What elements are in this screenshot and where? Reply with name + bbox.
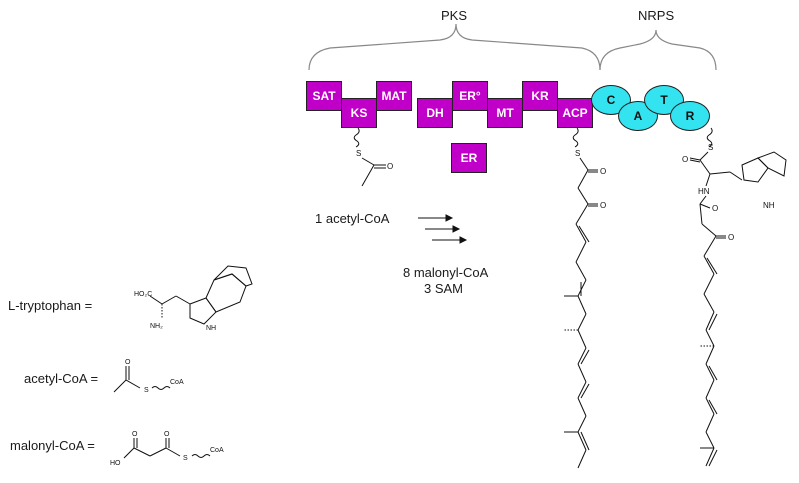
atom-o-chain-2: O: [600, 201, 606, 210]
acetyl-coa-structure: [113, 366, 171, 393]
atom-s-nrps: S: [708, 143, 713, 152]
legend-acetyl-coa: acetyl-CoA =: [24, 371, 99, 386]
pks-domain-sat: SAT: [306, 81, 342, 111]
pks-domain-mt: MT: [487, 98, 523, 128]
malonyl-coa-structure: [123, 438, 211, 459]
nrps-domain-r: R: [670, 101, 710, 131]
atom-s-acetyl: S: [144, 387, 149, 394]
nrps-bracket: [599, 29, 717, 71]
legend-malonyl-coa: malonyl-CoA =: [10, 438, 95, 453]
atom-s-malonyl: S: [183, 455, 188, 462]
atom-o-malonyl-1: O: [132, 431, 138, 438]
pks-domain-er-inactive: ER°: [452, 81, 488, 111]
pks-domain-dh: DH: [417, 98, 453, 128]
nrps-product-chain: [689, 127, 787, 467]
atom-nh2: NH₂: [150, 323, 163, 330]
pks-domain-mat: MAT: [376, 81, 412, 111]
atom-o-malonyl-2: O: [164, 431, 170, 438]
atom-o-nrps-1: O: [682, 155, 688, 164]
atom-o-nrps-2: O: [712, 204, 718, 213]
atom-hn: HN: [698, 187, 710, 196]
ks-acetyl-thioester: [353, 127, 386, 187]
polyketide-chain: [564, 127, 598, 469]
atom-o-acetyl: O: [125, 359, 131, 366]
nrps-label: NRPS: [638, 8, 675, 23]
atom-nh-trp: NH: [206, 325, 216, 332]
pks-domain-acp: ACP: [557, 98, 593, 128]
pks-domain-kr: KR: [522, 81, 558, 111]
extender-unit-text: 8 malonyl-CoA: [403, 265, 489, 280]
atom-ho2c: HO₂C: [134, 291, 152, 298]
atom-o-nrps-3: O: [728, 233, 734, 242]
atom-coa-malonyl: CoA: [210, 447, 224, 454]
pks-label: PKS: [441, 8, 468, 23]
atom-s-ks: S: [356, 149, 361, 158]
tryptophan-structure: [149, 265, 253, 325]
atom-s-acp: S: [575, 149, 580, 158]
legend-tryptophan: L-tryptophan =: [8, 298, 93, 313]
reaction-arrows: [418, 214, 468, 244]
sam-text: 3 SAM: [424, 281, 464, 296]
atom-o-ks: O: [387, 162, 393, 171]
pks-bracket: [308, 23, 601, 71]
trans-er-domain: ER: [451, 143, 487, 173]
atom-coa-acetyl: CoA: [170, 379, 184, 386]
starter-unit-text: 1 acetyl-CoA: [315, 211, 390, 226]
atom-ho-malonyl: HO: [110, 460, 121, 467]
atom-o-chain-1: O: [600, 167, 606, 176]
atom-nh-indole: NH: [763, 201, 775, 210]
pks-domain-ks: KS: [341, 98, 377, 128]
